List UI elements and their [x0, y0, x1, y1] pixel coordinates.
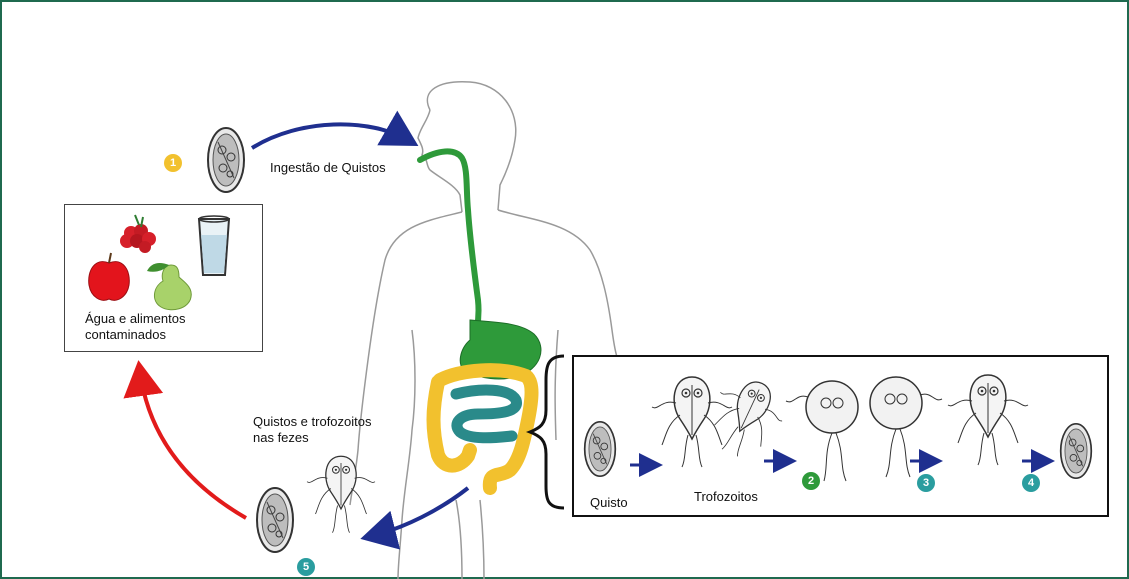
trophozoite-icon: [948, 375, 1028, 465]
food-water-box: Água e alimentos contaminados: [64, 204, 263, 352]
food-water-label: Água e alimentos contaminados: [85, 311, 255, 343]
food-water-label-line2: contaminados: [85, 327, 255, 343]
cyst-icon: [257, 488, 293, 552]
feces-label-line2: nas fezes: [253, 430, 423, 446]
feces-label-line1: Quistos e trofozoitos: [253, 414, 423, 430]
digestive-tract-icon: [420, 151, 541, 488]
dividing-trophozoite-icon: [786, 377, 942, 481]
cyst-icon: [1061, 424, 1092, 478]
trophozoite-icon: [652, 377, 732, 467]
cyst-icon: [585, 422, 616, 476]
trophozoite-icon: [699, 369, 793, 467]
step-badge-4: 4: [1022, 474, 1040, 492]
excretion-arrow: [372, 488, 468, 536]
cyst-label: Quisto: [590, 495, 628, 511]
food-water-label-line1: Água e alimentos: [85, 311, 255, 327]
step-badge-1: 1: [164, 154, 182, 172]
step-badge-3: 3: [917, 474, 935, 492]
step-badge-5: 5: [297, 558, 315, 576]
trophozoite-icon: [307, 456, 375, 533]
return-arrow: [140, 372, 246, 518]
ingestion-arrow: [252, 124, 408, 148]
ingestion-label: Ingestão de Quistos: [270, 160, 386, 176]
water-glass-icon: [199, 216, 229, 275]
pear-icon: [147, 263, 191, 310]
cyst-icon: [208, 128, 244, 192]
raspberry-icon: [120, 215, 156, 253]
trophozoites-label: Trofozoitos: [694, 489, 758, 505]
apple-icon: [89, 253, 130, 300]
feces-label: Quistos e trofozoitos nas fezes: [253, 414, 423, 446]
step-badge-2: 2: [802, 472, 820, 490]
life-cycle-stages-box: Quisto Trofozoitos: [572, 355, 1109, 517]
